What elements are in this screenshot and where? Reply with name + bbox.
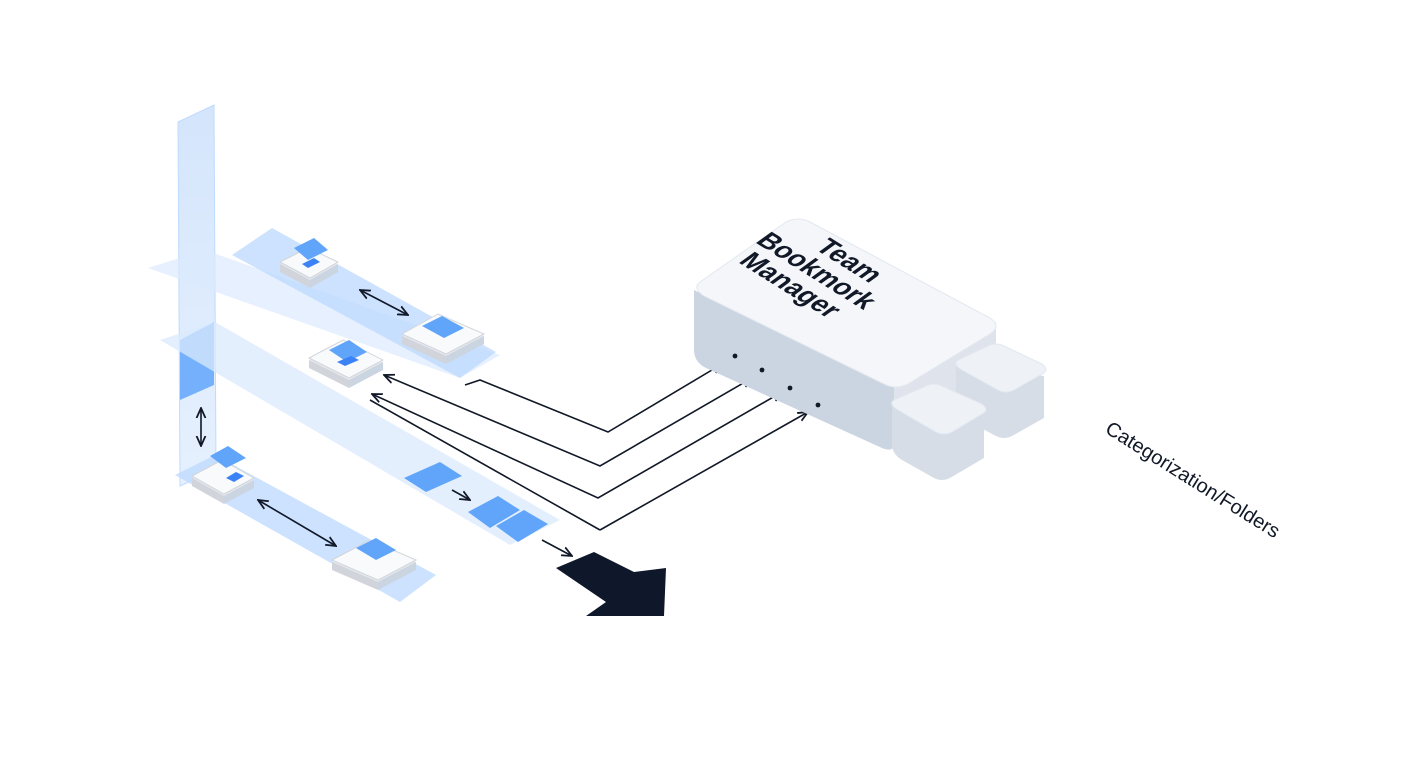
port-dot-icon — [787, 385, 793, 391]
cube-block-left — [891, 383, 987, 480]
bookmark-tile-icon[interactable] — [330, 538, 418, 590]
bookmark-tile-icon[interactable] — [307, 339, 385, 388]
connector-arrow-icon — [369, 364, 808, 531]
bookmark-tile-icon[interactable] — [400, 313, 486, 364]
small-arrow-icon — [451, 489, 572, 556]
port-dot-icon — [732, 353, 738, 359]
blue-block-icon — [404, 462, 462, 492]
vertical-pillar — [177, 104, 217, 487]
port-dot-icon — [759, 367, 765, 373]
bookmark-tile-icon[interactable] — [190, 446, 256, 504]
beam-lower — [160, 322, 560, 545]
categorization-folders-label: Categorization/Folders — [1101, 418, 1283, 543]
double-arrow-icon — [201, 290, 408, 546]
output-arrow-icon — [556, 552, 666, 616]
blue-block-icon — [468, 496, 548, 542]
port-dot-icon — [815, 402, 821, 408]
bookmark-tile-icon[interactable] — [278, 238, 340, 288]
